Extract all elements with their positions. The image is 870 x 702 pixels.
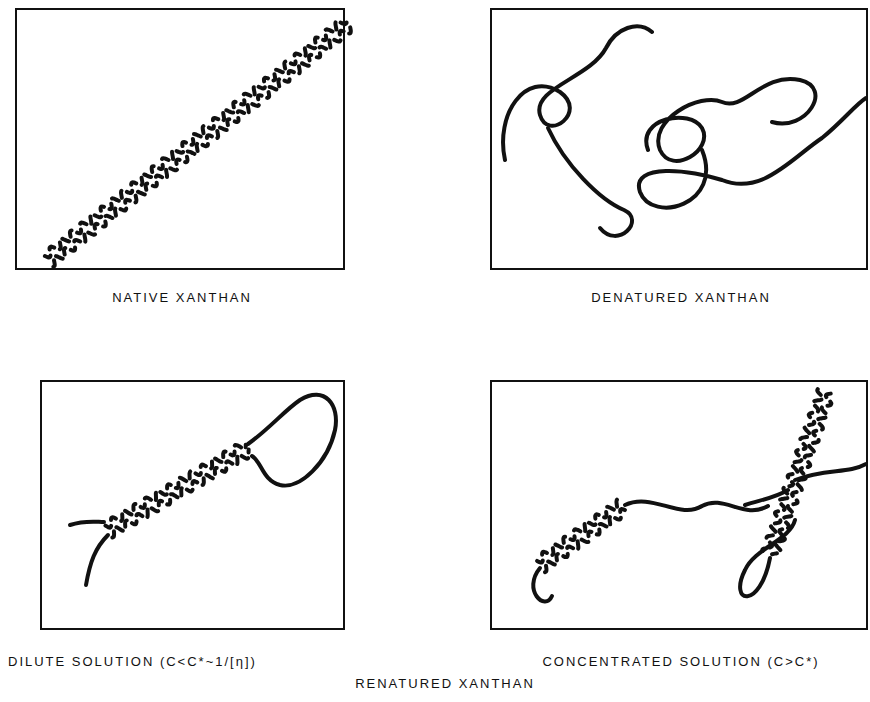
helix-strand (45, 18, 347, 258)
helix-strand (545, 509, 629, 572)
random-coil (503, 26, 652, 160)
panel-frame: DILUTE SOLUTION (C<C*~1/[η]) (40, 380, 345, 630)
panel-caption: DENATURED XANTHAN (591, 290, 771, 306)
random-coil (795, 464, 866, 480)
random-coil (86, 535, 108, 585)
panel-frame: DENATURED XANTHAN (490, 8, 868, 270)
panel-caption: CONCENTRATED SOLUTION (C>C*) (542, 654, 819, 670)
random-coil (533, 568, 552, 601)
random-coil (248, 395, 336, 486)
helix-strand (105, 445, 245, 528)
panel-caption: NATIVE XANTHAN (112, 290, 252, 306)
panel-frame: NATIVE XANTHAN (15, 8, 345, 270)
helix-strand (537, 499, 621, 562)
random-coil (646, 79, 815, 161)
random-coil (639, 98, 866, 208)
panel-frame: CONCENTRATED SOLUTION (C>C*) (490, 380, 868, 630)
random-coil (745, 490, 788, 505)
group-label: RENATURED XANTHAN (355, 676, 535, 692)
random-coil (70, 522, 104, 525)
helix-strand (112, 450, 248, 538)
random-coil (548, 128, 632, 236)
helix-strand (53, 23, 350, 267)
panel-caption: DILUTE SOLUTION (C<C*~1/[η]) (8, 654, 257, 670)
random-coil (740, 520, 795, 596)
